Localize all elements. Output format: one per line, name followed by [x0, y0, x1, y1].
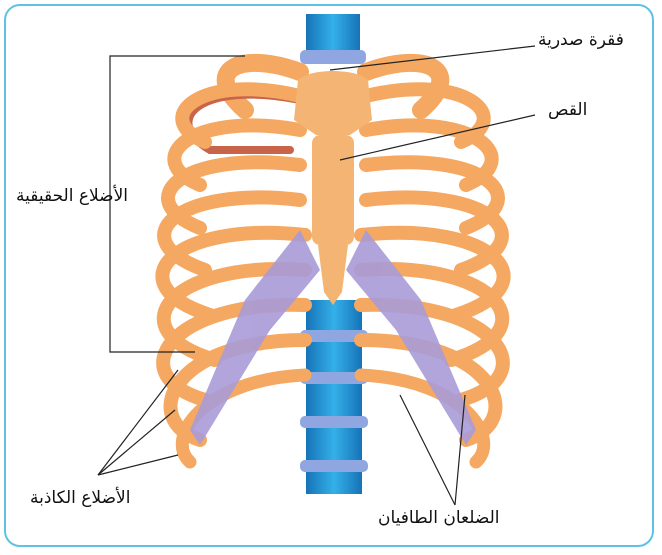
label-sternum: القص: [548, 100, 587, 120]
label-false-ribs: الأضلاع الكاذبة: [30, 488, 130, 508]
label-floating-ribs: الضلعان الطافيان: [378, 508, 500, 528]
label-true-ribs: الأضلاع الحقيقية: [16, 186, 128, 206]
label-thoracic-vertebra: فقرة صدرية: [538, 30, 624, 50]
